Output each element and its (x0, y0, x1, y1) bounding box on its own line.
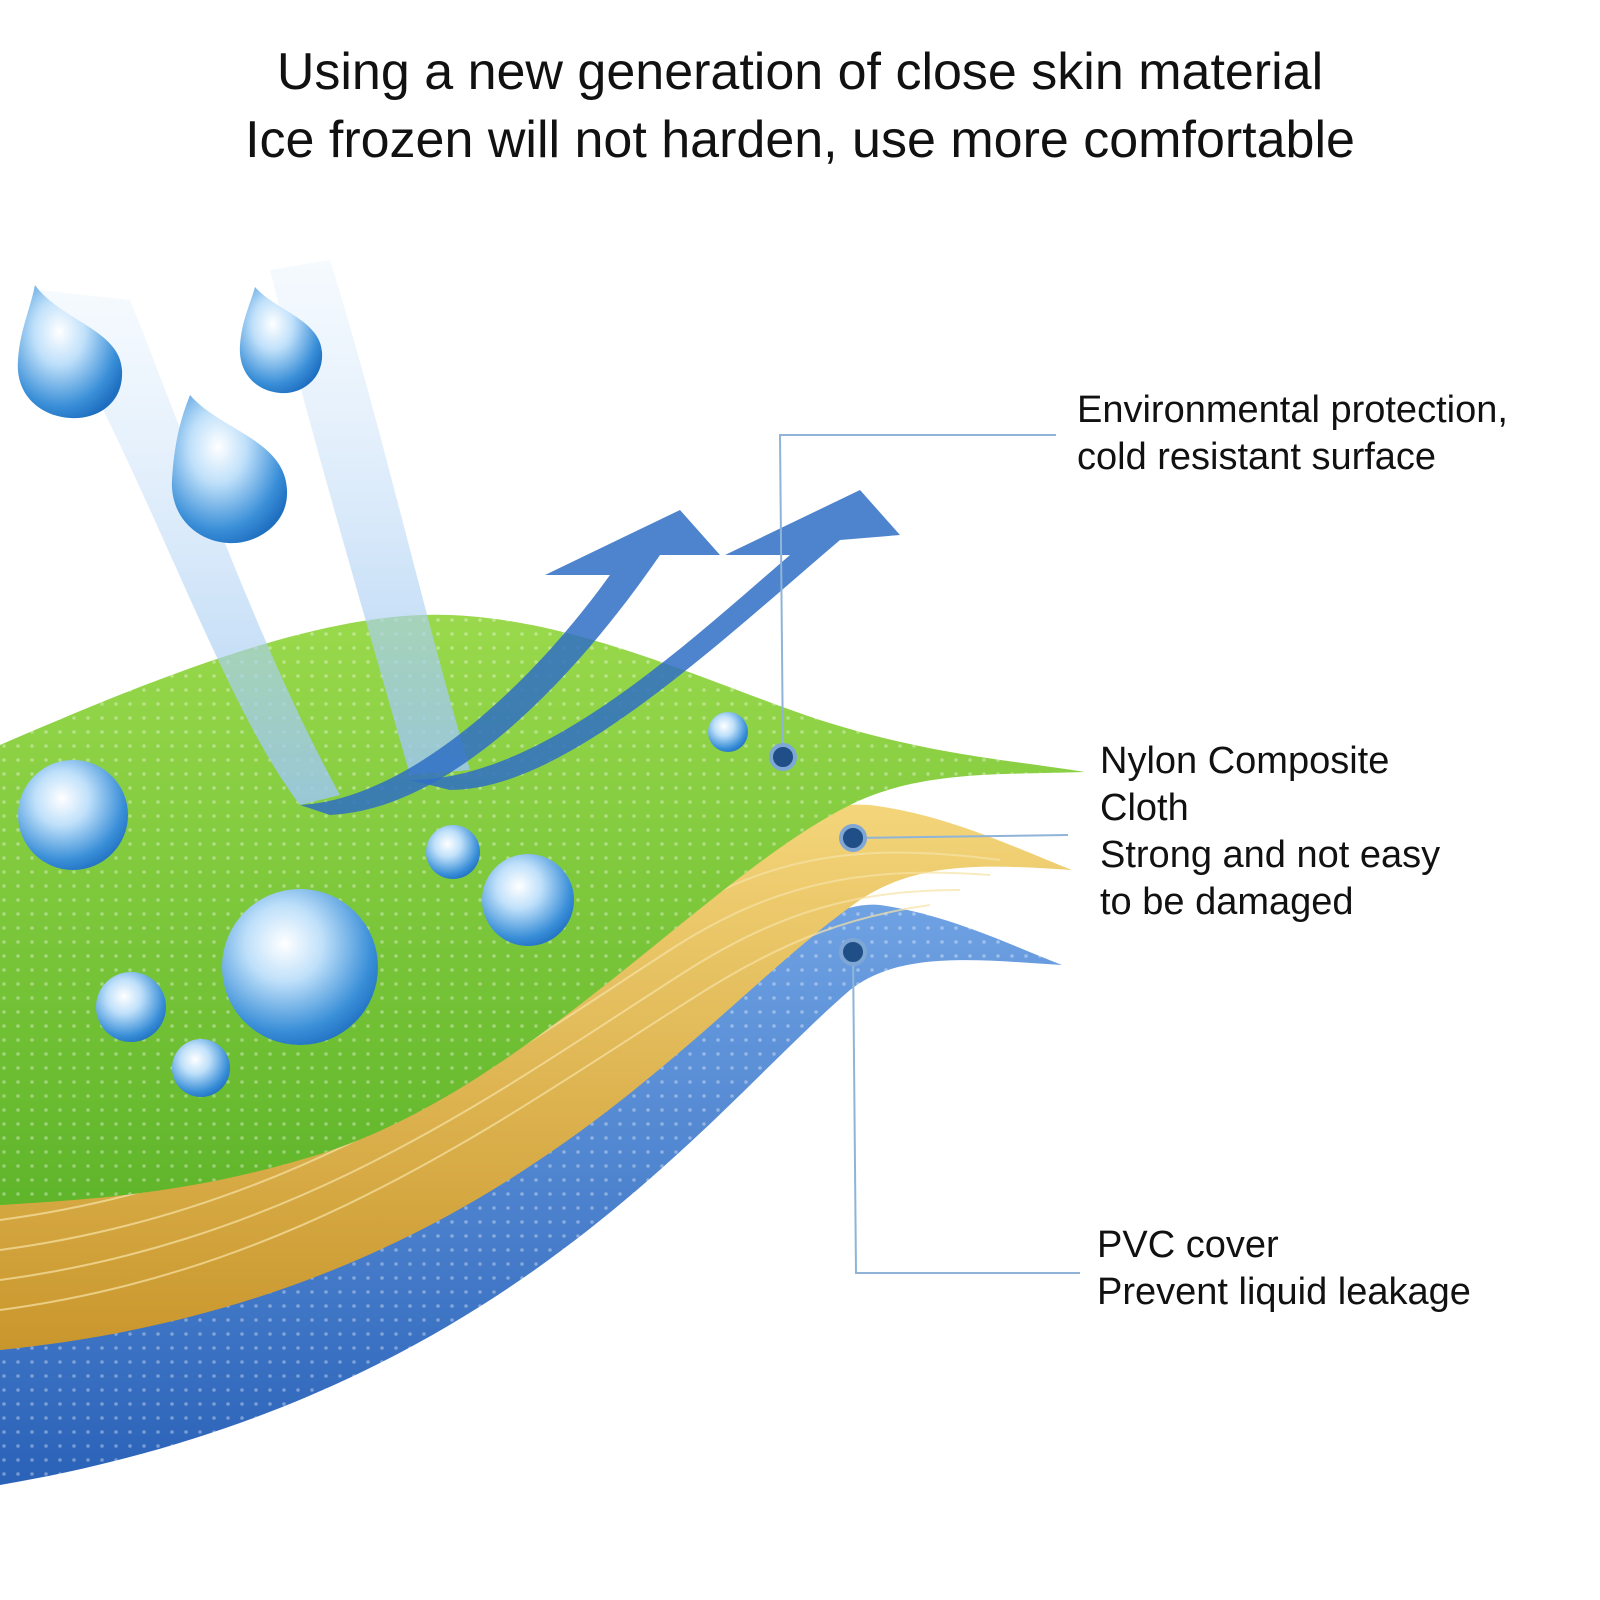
marker-dot (839, 824, 867, 852)
nylon-label-line-2: Cloth (1100, 787, 1189, 829)
arrow-icon (300, 510, 720, 815)
headline-line-2: Ice frozen will not harden, use more com… (245, 111, 1355, 169)
nylon-layer (0, 804, 1072, 1350)
water-ribbon-left (40, 290, 340, 805)
surface-label: Environmental protection, cold resistant… (1077, 387, 1508, 481)
pvc-label-line-1: PVC cover (1097, 1224, 1279, 1266)
droplet-icon (426, 825, 480, 879)
droplet-icon (172, 1039, 230, 1097)
droplet-icon (96, 972, 166, 1042)
arrow-icon (410, 490, 900, 790)
droplet-icon (708, 712, 748, 752)
droplet-icon (482, 854, 574, 946)
nylon-label: Nylon Composite Cloth Strong and not eas… (1100, 738, 1440, 926)
pvc-label: PVC cover Prevent liquid leakage (1097, 1222, 1471, 1316)
headline-line-1: Using a new generation of close skin mat… (276, 43, 1324, 101)
pvc-label-line-2: Prevent liquid leakage (1097, 1271, 1471, 1313)
nylon-label-line-4: to be damaged (1100, 881, 1354, 923)
droplet-icon (171, 395, 288, 544)
marker-dot (769, 743, 797, 771)
droplet-icon (17, 285, 123, 419)
nylon-label-line-1: Nylon Composite (1100, 740, 1390, 782)
surface-label-line-1: Environmental protection, (1077, 389, 1508, 431)
droplet-icon (239, 287, 323, 394)
headline: Using a new generation of close skin mat… (0, 38, 1600, 174)
surface-label-line-2: cold resistant surface (1077, 436, 1437, 478)
leader-lines (778, 434, 1080, 1274)
nylon-label-line-3: Strong and not easy (1100, 834, 1441, 876)
droplet-icon (18, 760, 128, 870)
water-ribbon-right (270, 260, 470, 775)
droplet-icon (222, 889, 378, 1045)
marker-dot (839, 938, 867, 966)
